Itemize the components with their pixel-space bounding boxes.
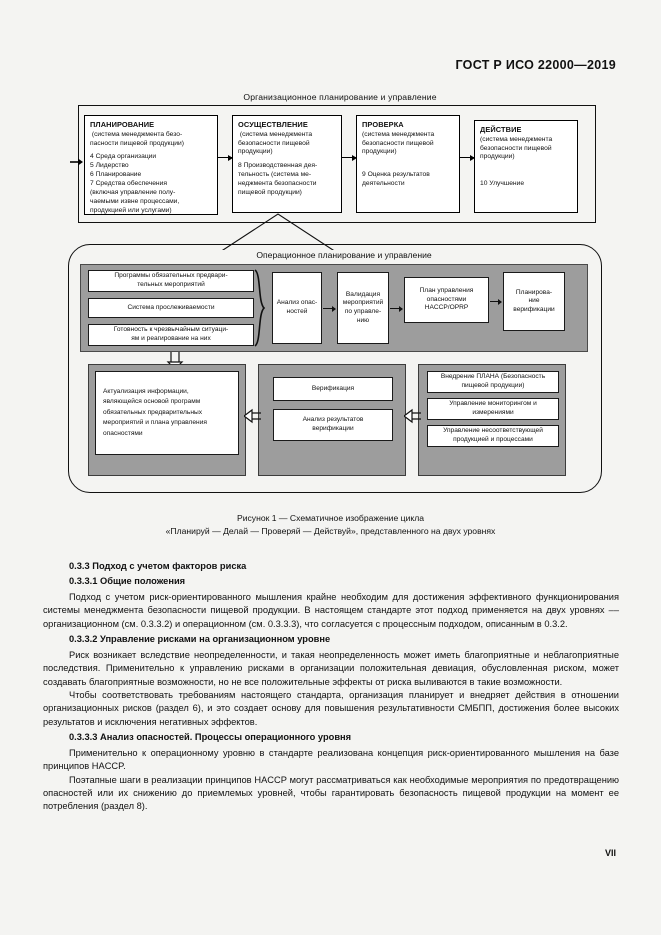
heading-0-3-3-3: 0.3.3.3 Анализ опасностей. Процессы опер… bbox=[69, 732, 352, 743]
brace-icon bbox=[254, 269, 266, 347]
op-box-verification: Верификация bbox=[273, 377, 393, 401]
organizational-level-title: Организационное планирование и управлени… bbox=[243, 92, 437, 102]
op-box-emergency-preparedness: Готовность к чрезвычайным ситуаци-ям и р… bbox=[88, 324, 254, 346]
op-box-hazard-analysis: Анализ опас-ностей bbox=[272, 272, 322, 344]
box-check-items: 9 Оценка результатов деятельности bbox=[362, 171, 430, 188]
figure-caption-line-1: Рисунок 1 — Схематичное изображение цикл… bbox=[236, 513, 425, 523]
arrow-planning-to-implementation bbox=[218, 154, 233, 161]
paragraph-haccp-concept: Применительно к операционному уровню в с… bbox=[43, 747, 619, 772]
box-planning-items: 4 Среда организации 5 Лидерство 6 Планир… bbox=[90, 153, 180, 214]
box-act-items: 10 Улучшение bbox=[480, 180, 525, 188]
box-implementation: ОСУЩЕСТВЛЕНИЕ (система менеджмента безоп… bbox=[232, 115, 342, 213]
box-act: ДЕЙСТВИЕ (система менеджмента безопаснос… bbox=[474, 120, 578, 213]
document-header-standard-number: ГОСТ Р ИСО 22000—2019 bbox=[455, 58, 616, 72]
paragraph-risk-uncertainty: Риск возникает вследствие неопределеннос… bbox=[43, 649, 619, 687]
arrow-left-controls-to-verification-icon bbox=[404, 408, 421, 424]
arrow-implementation-to-check bbox=[342, 154, 357, 161]
arrow-left-verification-to-update-icon bbox=[244, 408, 261, 424]
op-box-prerequisite-programmes: Программы обязательных предвари-тельных … bbox=[88, 270, 254, 292]
operational-level-title: Операционное планирование и управление bbox=[190, 250, 498, 260]
arrow-check-to-act bbox=[460, 154, 475, 161]
box-implementation-items: 8 Производственная дея- тельность (систе… bbox=[238, 162, 318, 196]
frame-entry-arrow-icon bbox=[70, 157, 84, 167]
op-box-traceability-system: Система прослеживаемости bbox=[88, 298, 254, 318]
operational-frame bbox=[68, 244, 602, 493]
body-text: 0.3.3 Подход с учетом факторов риска 0.3… bbox=[43, 560, 619, 814]
heading-0-3-3-1: 0.3.3.1 Общие положения bbox=[69, 576, 186, 587]
box-act-subtitle: (система менеджмента безопасности пищево… bbox=[480, 135, 553, 161]
panel-update-information: Актуализация информации,являющейся основ… bbox=[88, 364, 246, 476]
page-number: VII bbox=[604, 848, 616, 858]
implementation-to-operational-connector bbox=[219, 213, 337, 252]
paragraph-conformity-actions: Чтобы соответствовать требованиям настоя… bbox=[43, 689, 619, 727]
figure-caption-line-2: «Планируй — Делай — Проверяй — Действуй»… bbox=[165, 526, 496, 537]
box-implementation-subtitle: (система менеджмента безопасности пищево… bbox=[238, 130, 313, 156]
heading-0-3-3-2: 0.3.3.2 Управление рисками на организаци… bbox=[69, 634, 331, 645]
figure-caption: Рисунок 1 — Схематичное изображение цикл… bbox=[0, 512, 661, 539]
paragraph-haccp-steps: Поэтапные шаги в реализации принципов HA… bbox=[43, 774, 619, 812]
paragraph-general-provisions: Подход с учетом риск-ориентированного мы… bbox=[43, 591, 619, 629]
box-check-subtitle: (система менеджмента безопасности пищево… bbox=[362, 130, 435, 156]
box-check: ПРОВЕРКА (система менеджмента безопаснос… bbox=[356, 115, 460, 213]
arrow-hazard-to-validation bbox=[323, 306, 336, 312]
box-planning: ПЛАНИРОВАНИЕ (система менеджмента безо- … bbox=[84, 115, 218, 215]
arrow-validation-to-plan bbox=[390, 306, 403, 312]
box-implementation-title: ОСУЩЕСТВЛЕНИЕ bbox=[238, 120, 308, 129]
op-box-updating-information: Актуализация информации,являющейся основ… bbox=[95, 371, 239, 455]
figure-1-pdca-diagram: Организационное планирование и управлени… bbox=[60, 92, 605, 502]
box-check-title: ПРОВЕРКА bbox=[362, 120, 404, 129]
box-planning-subtitle: (система менеджмента безо- пасности пище… bbox=[90, 130, 185, 147]
box-act-title: ДЕЙСТВИЕ bbox=[480, 125, 522, 134]
box-planning-title: ПЛАНИРОВАНИЕ bbox=[90, 120, 155, 129]
arrow-plan-to-verification-planning bbox=[490, 299, 502, 305]
heading-0-3-3: 0.3.3 Подход с учетом факторов риска bbox=[69, 561, 247, 571]
